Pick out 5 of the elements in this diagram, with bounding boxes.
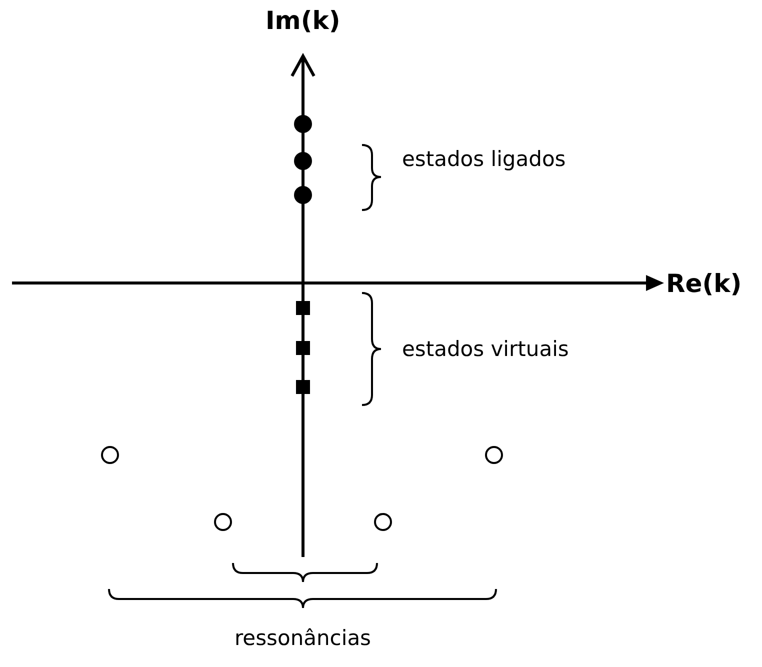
annotation-text: estados ligados: [402, 149, 566, 170]
axis-label: Re(k): [666, 271, 742, 296]
annotation-text: estados virtuais: [402, 339, 569, 360]
axis-label: Im(k): [266, 8, 340, 33]
annotation-text: ressonâncias: [234, 628, 371, 649]
